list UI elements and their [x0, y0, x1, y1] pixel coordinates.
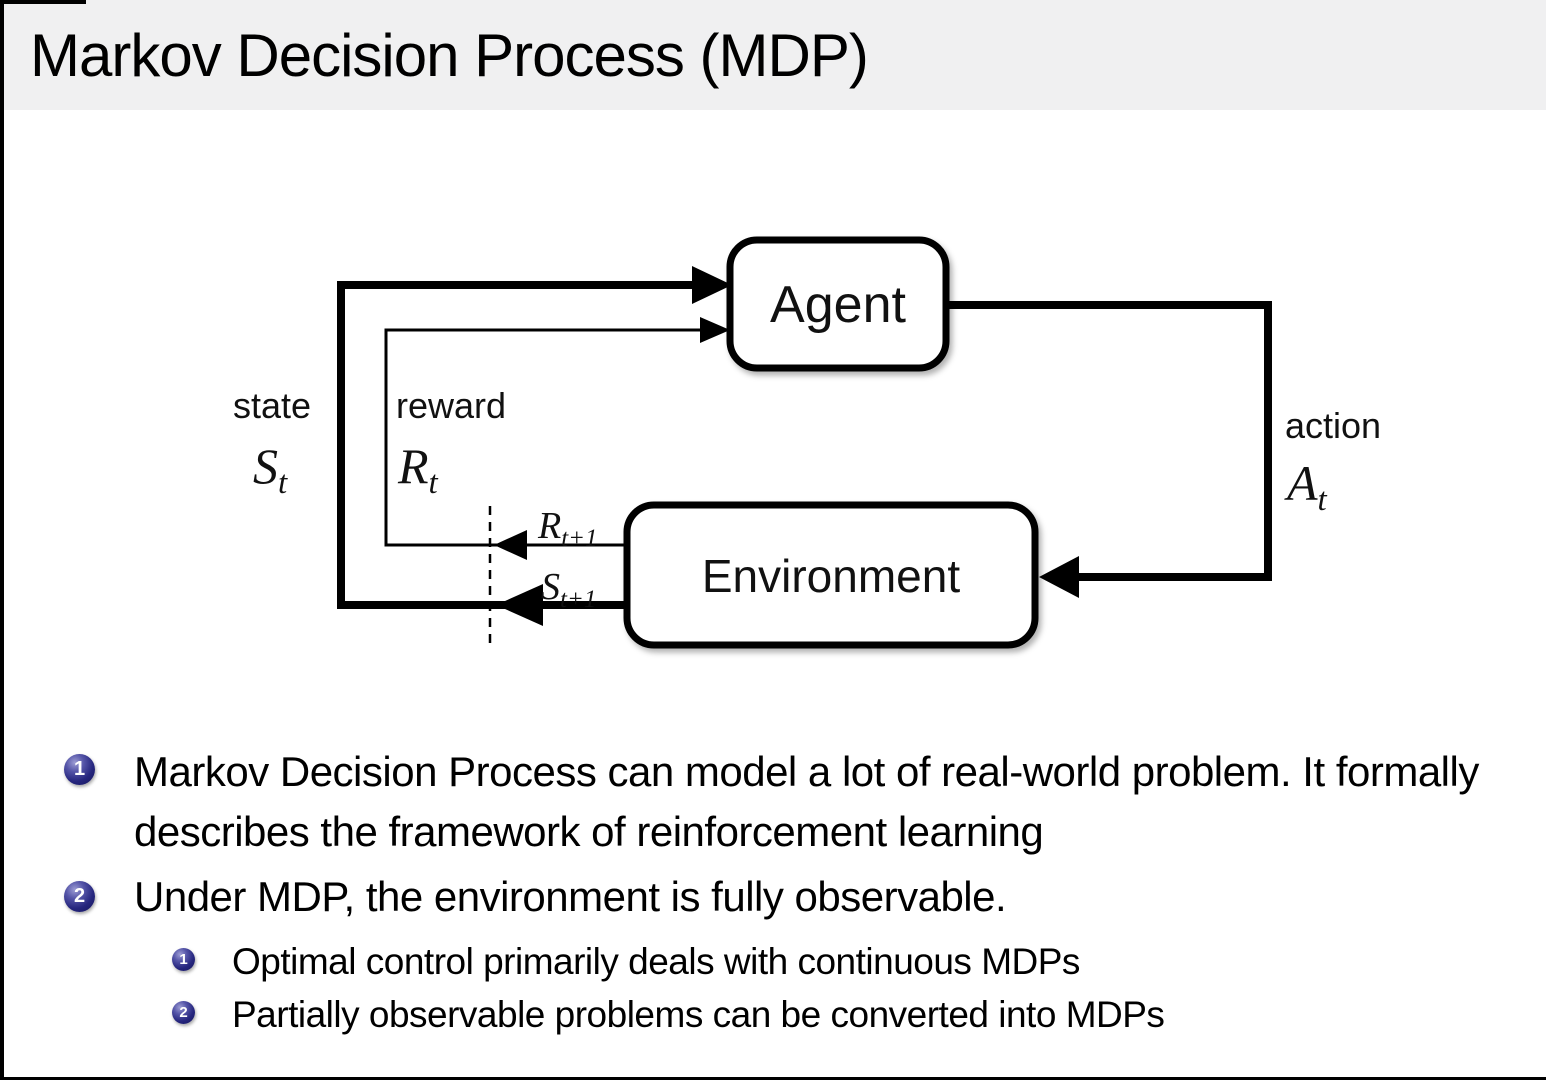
slide-title: Markov Decision Process (MDP)	[30, 21, 869, 89]
frame-edge-top-left	[0, 0, 86, 4]
reward-arrowhead-into-agent	[700, 317, 730, 343]
state-symbol-sub: t	[278, 465, 288, 501]
sub-bullet-number-badge: 1	[172, 948, 195, 971]
action-symbol-main: A	[1284, 455, 1318, 511]
frame-edge-bottom	[0, 1077, 1546, 1080]
sub-bullet-item-text: Partially observable problems can be con…	[232, 994, 1165, 1035]
environment-box	[623, 501, 1039, 649]
bullet-number-badge: 2	[64, 881, 95, 912]
state-symbol: St	[253, 438, 288, 501]
next-state-symbol: St+1	[541, 566, 596, 613]
agent-box	[726, 236, 950, 372]
state-word-label: state	[233, 385, 311, 426]
state-flow-line	[337, 281, 694, 609]
bullet-item-text: Under MDP, the environment is fully obse…	[134, 873, 1007, 920]
reward-symbol: Rt	[397, 438, 439, 501]
bullet-item-text: Markov Decision Process can model a lot …	[134, 748, 1479, 855]
sub-bullet-item-text: Optimal control primarily deals with con…	[232, 941, 1080, 982]
bullet-number-badge: 1	[64, 754, 95, 785]
action-arrowhead-into-environment	[1039, 556, 1079, 598]
environment-label: Environment	[702, 550, 960, 602]
action-flow-line	[946, 301, 1272, 581]
next-reward-symbol: Rt+1	[537, 505, 598, 552]
next-reward-arrowhead	[494, 530, 527, 560]
sub-bullet-number-badge: 2	[172, 1001, 195, 1024]
frame-edge-left	[0, 0, 4, 1080]
state-symbol-main: S	[253, 438, 278, 494]
action-symbol-sub: t	[1318, 482, 1328, 518]
next-state-symbol-main: S	[541, 566, 560, 608]
next-state-arrowhead	[496, 584, 543, 626]
action-word-label: action	[1285, 405, 1381, 446]
next-reward-symbol-sub: t+1	[561, 525, 597, 552]
mdp-diagram: Agent Environment state St reward Rt act…	[233, 236, 1381, 649]
agent-label: Agent	[770, 276, 906, 334]
reward-word-label: reward	[396, 385, 506, 426]
slide-header: Markov Decision Process (MDP)	[0, 0, 1546, 110]
action-symbol: At	[1284, 455, 1328, 518]
next-reward-symbol-main: R	[537, 505, 561, 547]
reward-symbol-main: R	[397, 438, 429, 494]
next-state-symbol-sub: t+1	[560, 586, 596, 613]
state-arrowhead-into-agent	[692, 266, 732, 304]
reward-symbol-sub: t	[429, 465, 439, 501]
